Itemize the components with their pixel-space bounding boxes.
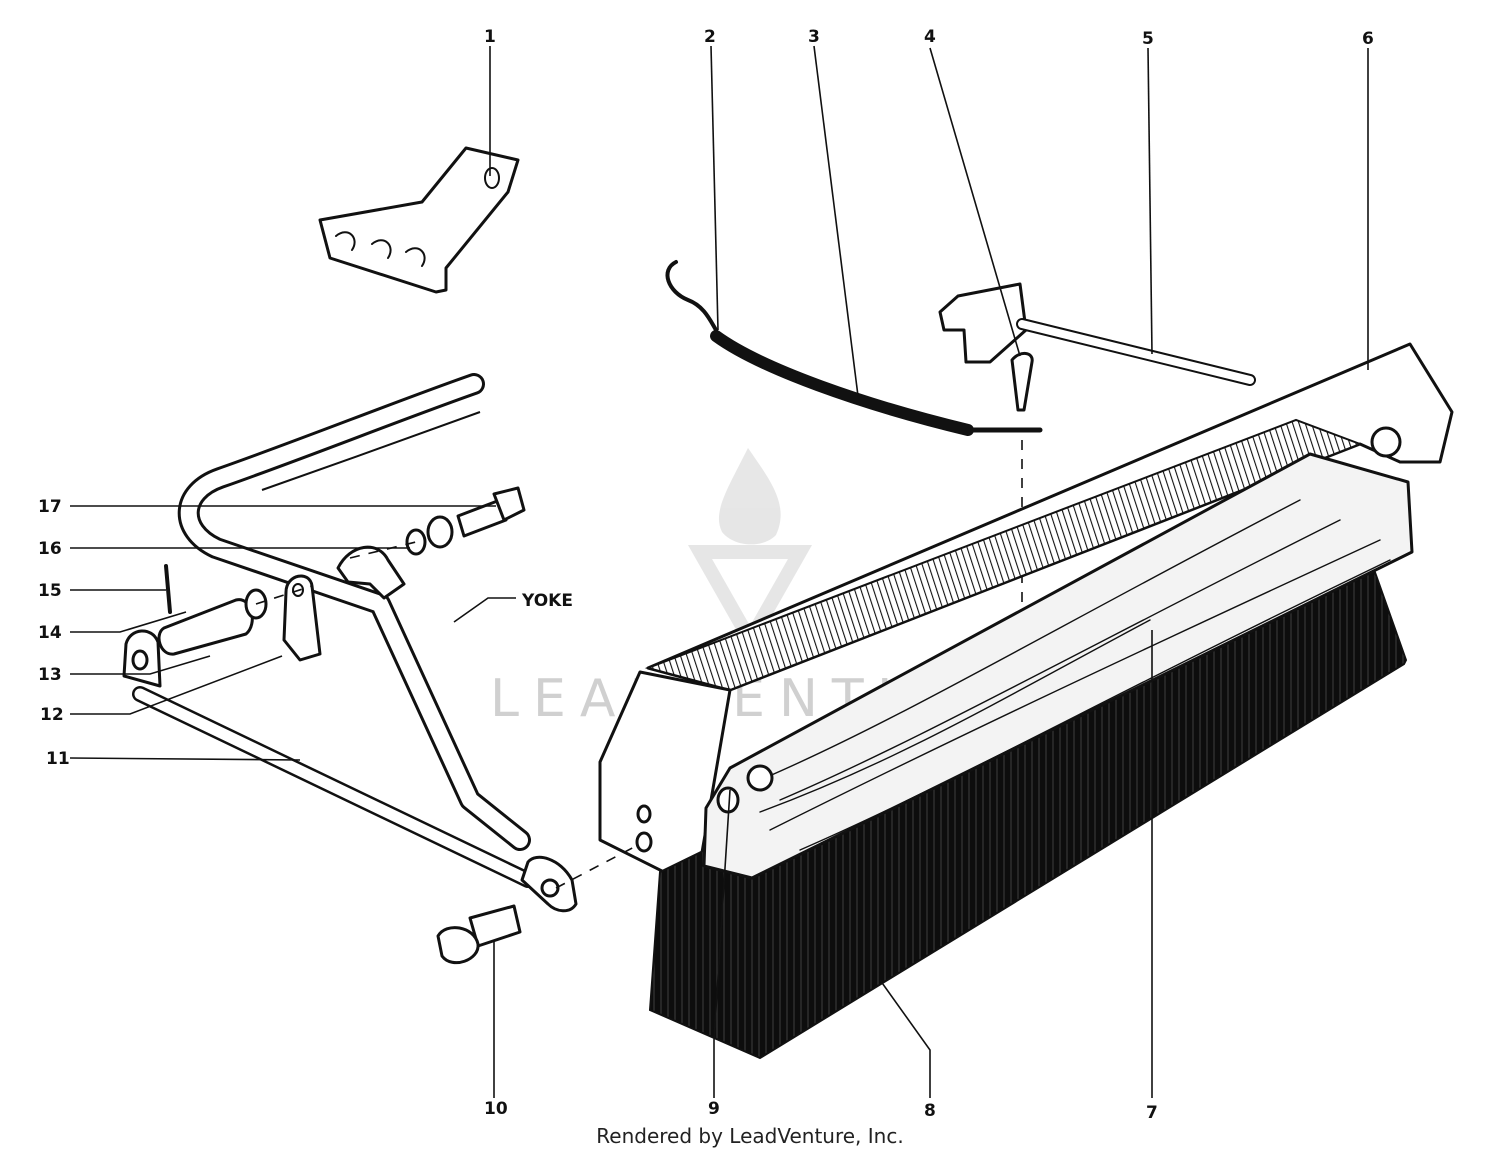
brush-channel-housing <box>598 342 1454 882</box>
callout-8: 8 <box>924 1101 936 1121</box>
callout-3: 3 <box>808 27 820 47</box>
callout-6: 6 <box>1362 29 1374 49</box>
mount-bracket <box>282 574 322 662</box>
callout-5: 5 <box>1142 29 1154 49</box>
wood-screw <box>1010 352 1034 620</box>
wood-brush-block <box>702 452 1414 880</box>
yoke-label: YOKE <box>521 591 573 611</box>
callout-labels: 1 2 3 4 5 6 7 8 9 10 11 12 13 14 15 16 1… <box>38 27 1374 1123</box>
callout-11: 11 <box>46 749 70 769</box>
callout-10: 10 <box>484 1099 508 1119</box>
callout-13: 13 <box>38 665 62 685</box>
callout-7: 7 <box>1146 1103 1158 1123</box>
footer-credit: Rendered by LeadVenture, Inc. <box>596 1124 904 1148</box>
callout-17: 17 <box>38 497 62 517</box>
assembly-line-bolt <box>555 843 641 889</box>
chain-hook <box>665 260 1043 436</box>
callout-16: 16 <box>38 539 62 559</box>
yoke-clamp-hardware <box>336 486 526 600</box>
pivot-shaft <box>938 282 1256 386</box>
assembly-line-hardware <box>255 585 313 605</box>
hook-bracket <box>318 146 520 294</box>
callout-15: 15 <box>38 581 62 601</box>
leader-lines <box>69 45 1369 1098</box>
cotter-pin <box>164 564 172 614</box>
callout-12: 12 <box>40 705 64 725</box>
callout-4: 4 <box>924 27 936 47</box>
hex-bolt <box>436 904 522 965</box>
yoke-frame <box>177 373 531 851</box>
callout-9: 9 <box>708 1099 720 1119</box>
callout-14: 14 <box>38 623 62 643</box>
callout-1: 1 <box>484 27 496 47</box>
callout-2: 2 <box>704 27 716 47</box>
leadventure-flame-logo <box>687 448 813 655</box>
spacer-sleeve <box>157 588 268 656</box>
